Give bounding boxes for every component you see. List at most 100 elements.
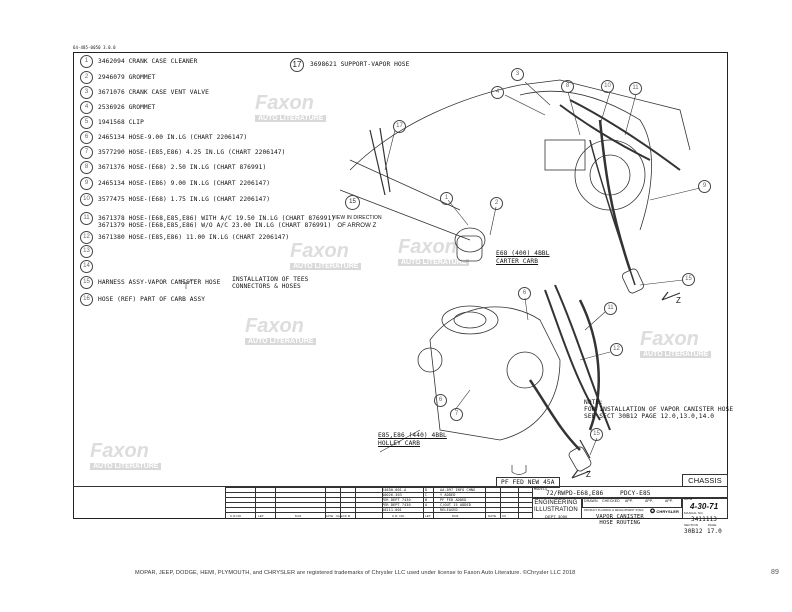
models: 72/RWPD-E68,E86 — [546, 490, 604, 497]
revision-column-header: C.R.NO. — [230, 514, 243, 518]
part-text: 3671076 CRANK CASE VENT VALVE — [98, 89, 209, 96]
page-number: 89 — [771, 569, 779, 576]
revision-cr: PER DEPT 7430 — [382, 498, 411, 502]
revision-cr: 24650-001-A — [382, 488, 407, 492]
part-text: 2465134 HOSE-9.00 IN.LG (CHART 2206147) — [98, 134, 248, 141]
part-number-circle: 11 — [80, 212, 93, 225]
revision-ltr: D — [425, 488, 428, 492]
part-number-circle: 9 — [80, 177, 93, 190]
table-rule — [225, 502, 532, 503]
table-rule — [275, 486, 276, 519]
callout-11: 11 — [604, 302, 617, 315]
part-text: HARNESS ASSY-VAPOR CANISTER HOSE — [98, 279, 221, 286]
table-rule — [225, 512, 532, 513]
callout-17: 17 — [393, 120, 406, 133]
drawing-frame — [73, 52, 728, 519]
revision-cr: 10211-001 — [382, 508, 402, 512]
part-number-circle: 4 — [80, 101, 93, 114]
arrow-z-label: Z — [586, 470, 591, 479]
doc-code: 64-485-0050 3.0.0 — [73, 45, 116, 50]
callout-11: 11 — [629, 82, 642, 95]
part-number-circle: 12 — [80, 231, 93, 244]
callout-2: 2 — [490, 197, 503, 210]
section-number: 30B12 — [684, 528, 703, 535]
footer-trademark: MOPAR, JEEP, DODGE, HEMI, PLYMOUTH, and … — [135, 570, 576, 576]
part-text: 3671380 HOSE-(E85,E86) 11.00 IN.LG (CHAR… — [98, 234, 290, 241]
part-text: 3671376 HOSE-(E68) 2.50 IN.LG (CHART 876… — [98, 164, 267, 171]
part-number-circle: 8 — [80, 161, 93, 174]
part-number-circle: 1 — [80, 55, 93, 68]
revision-column-header: M.M. — [452, 514, 460, 518]
part-text: 2946079 GROMMET — [98, 74, 156, 81]
callout-15: 15 — [590, 428, 603, 441]
table-rule — [355, 486, 356, 519]
table-rule — [225, 486, 226, 519]
part-number-circle: 3 — [80, 86, 93, 99]
revision-mm: AA-097 INFO CHNG — [440, 488, 476, 492]
callout-10: 10 — [601, 80, 614, 93]
date: 4-30-71 — [690, 502, 719, 511]
part-text: 3671378 HOSE-(E68,E85,E86) WITH A/C 19.5… — [98, 215, 336, 222]
callout-3: 3 — [511, 68, 524, 81]
revision-mm: RELEASED — [440, 508, 458, 512]
callout-12: 12 — [610, 343, 623, 356]
revision-mm: C/OUT 15 ADDED — [440, 503, 471, 507]
arrow-z-label: Z — [676, 296, 681, 305]
part-text: 3577475 HOSE-(E68) 1.75 IN.LG (CHART 220… — [98, 196, 271, 203]
part-number-circle: 5 — [80, 116, 93, 129]
table-rule — [382, 486, 383, 519]
part-text: 1941568 CLIP — [98, 119, 144, 126]
table-rule — [225, 492, 532, 493]
revision-ltr: A — [425, 503, 428, 507]
table-rule — [225, 487, 532, 488]
callout-6: 6 — [434, 394, 447, 407]
table-rule — [255, 486, 256, 519]
callout-6: 6 — [518, 287, 531, 300]
revision-ltr: C — [425, 493, 428, 497]
revision-column-header: C.R. NO. — [392, 514, 405, 518]
manual-number: 3411113 — [691, 516, 717, 523]
part-number-circle: 2 — [80, 71, 93, 84]
part-text: 2465134 HOSE-(E86) 9.00 IN.LG (CHART 220… — [98, 180, 271, 187]
table-rule — [225, 497, 532, 498]
revision-column-header: M.M. — [295, 514, 303, 518]
callout-15: 15 — [345, 195, 360, 210]
part-number-circle: 13 — [80, 245, 93, 258]
revision-ltr: B — [425, 498, 428, 502]
table-rule — [433, 486, 434, 519]
page-number-block: 17.0 — [707, 528, 722, 535]
table-rule — [423, 486, 424, 519]
revision-column-header: DATE — [488, 514, 497, 518]
table-rule — [485, 486, 486, 519]
chrysler-logo: ✪ CHRYSLER — [650, 509, 680, 515]
part-number-circle: 14 — [80, 260, 93, 273]
part-number-circle: 6 — [80, 131, 93, 144]
part-number-circle: 16 — [80, 293, 93, 306]
part-text-2: 3671379 HOSE-(E68,E85,E86) W/O A/C 23.00… — [98, 222, 332, 229]
callout-1: 1 — [440, 192, 453, 205]
part-text: 2536926 GROMMET — [98, 104, 156, 111]
part-number-circle: 15 — [80, 276, 93, 289]
table-rule — [500, 486, 501, 519]
revision-mm: Y ADDED — [440, 493, 456, 497]
revision-column-header: LET. — [258, 514, 265, 518]
revision-cr: PER DEPT 7430 — [382, 503, 411, 507]
part-text: 3577290 HOSE-(E85,E86) 4.25 IN.LG (CHART… — [98, 149, 286, 156]
callout-4: 4 — [491, 86, 504, 99]
part-number-circle: 7 — [80, 146, 93, 159]
table-rule — [340, 486, 341, 519]
revision-column-header: DATE — [325, 514, 334, 518]
callout-9: 9 — [698, 180, 711, 193]
